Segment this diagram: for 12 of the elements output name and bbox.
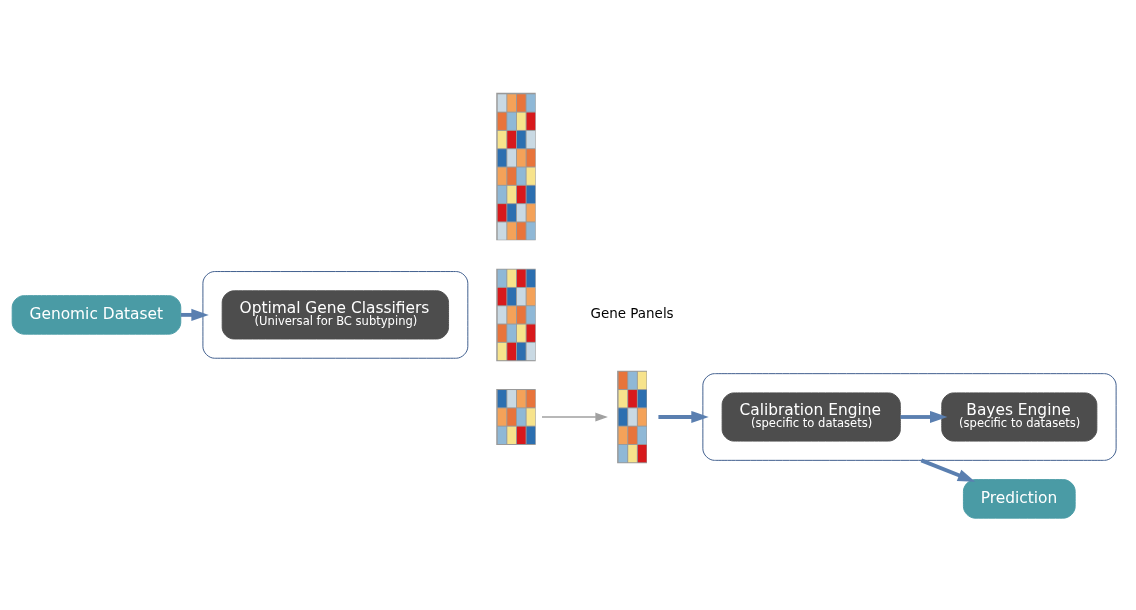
arrow — [900, 410, 948, 423]
arrow — [541, 412, 608, 421]
node-box: Optimal Gene Classifiers (Universal for BC subtyping) — [221, 289, 450, 339]
node-box: Bayes Engine (specific to datasets) — [941, 391, 1098, 442]
arrow — [658, 410, 709, 423]
cluster — [202, 270, 469, 359]
node-box: Calibration Engine (specific to datasets) — [721, 391, 901, 442]
arrow — [920, 458, 976, 482]
node-box: Genomic Dataset — [11, 294, 182, 335]
label: Gene Panels — [590, 304, 674, 321]
cluster — [702, 372, 1117, 461]
node-box: Prediction — [962, 478, 1076, 519]
